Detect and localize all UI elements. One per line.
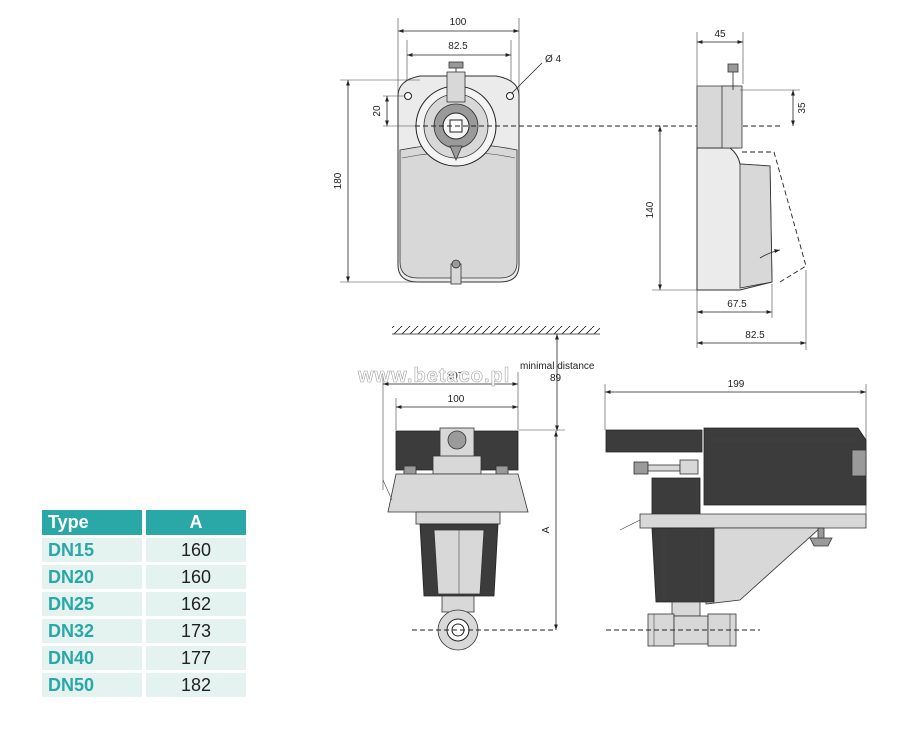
dim-height-a: A (541, 526, 552, 533)
dim-hole-spacing: 82.5 (448, 41, 468, 52)
size-table: Type A DN15 160 DN20 160 DN25 162 DN32 1… (38, 507, 250, 700)
dim-top-width: 100 (450, 17, 467, 28)
minimal-distance-value: 89 (550, 373, 562, 384)
wall-clearance: minimal distance 89 (392, 326, 600, 431)
front-view: 107 100 A (382, 371, 565, 651)
dim-side-length: 199 (728, 379, 745, 390)
dim-hole-diameter: Ø 4 (545, 54, 562, 65)
side-view: 45 35 140 67.5 82.5 (645, 29, 808, 350)
minimal-distance-label: minimal distance (520, 361, 595, 372)
dim-side-height: 140 (645, 201, 656, 218)
table-row: DN25 162 (42, 592, 246, 616)
cell-type: DN20 (42, 565, 142, 589)
cell-a: 182 (146, 673, 246, 697)
dim-hole-offset: 20 (372, 105, 383, 117)
dim-front-width-outer: 107 (447, 371, 464, 382)
dim-front-width: 100 (448, 394, 465, 405)
cell-type: DN25 (42, 592, 142, 616)
cell-type: DN50 (42, 673, 142, 697)
cell-a: 160 (146, 538, 246, 562)
table-header-row: Type A (42, 510, 246, 535)
dim-side-depth: 45 (714, 29, 726, 40)
cell-type: DN40 (42, 646, 142, 670)
cell-a: 177 (146, 646, 246, 670)
dim-side-swing: 82.5 (745, 330, 765, 341)
cell-a: 160 (146, 565, 246, 589)
table-row: DN40 177 (42, 646, 246, 670)
top-view: 100 82.5 Ø 4 20 180 (333, 17, 782, 285)
cell-a: 173 (146, 619, 246, 643)
cell-type: DN32 (42, 619, 142, 643)
table-row: DN32 173 (42, 619, 246, 643)
table-row: DN15 160 (42, 538, 246, 562)
dim-side-base: 67.5 (727, 299, 747, 310)
table-row: DN20 160 (42, 565, 246, 589)
cell-type: DN15 (42, 538, 142, 562)
header-a: A (146, 510, 246, 535)
header-type: Type (42, 510, 142, 535)
watermark: www.betaco.pl (357, 365, 510, 387)
dim-total-height: 180 (333, 172, 344, 189)
table-row: DN50 182 (42, 673, 246, 697)
dim-side-top: 35 (797, 102, 808, 114)
cell-a: 162 (146, 592, 246, 616)
side-assembly-view: 199 (604, 379, 867, 647)
